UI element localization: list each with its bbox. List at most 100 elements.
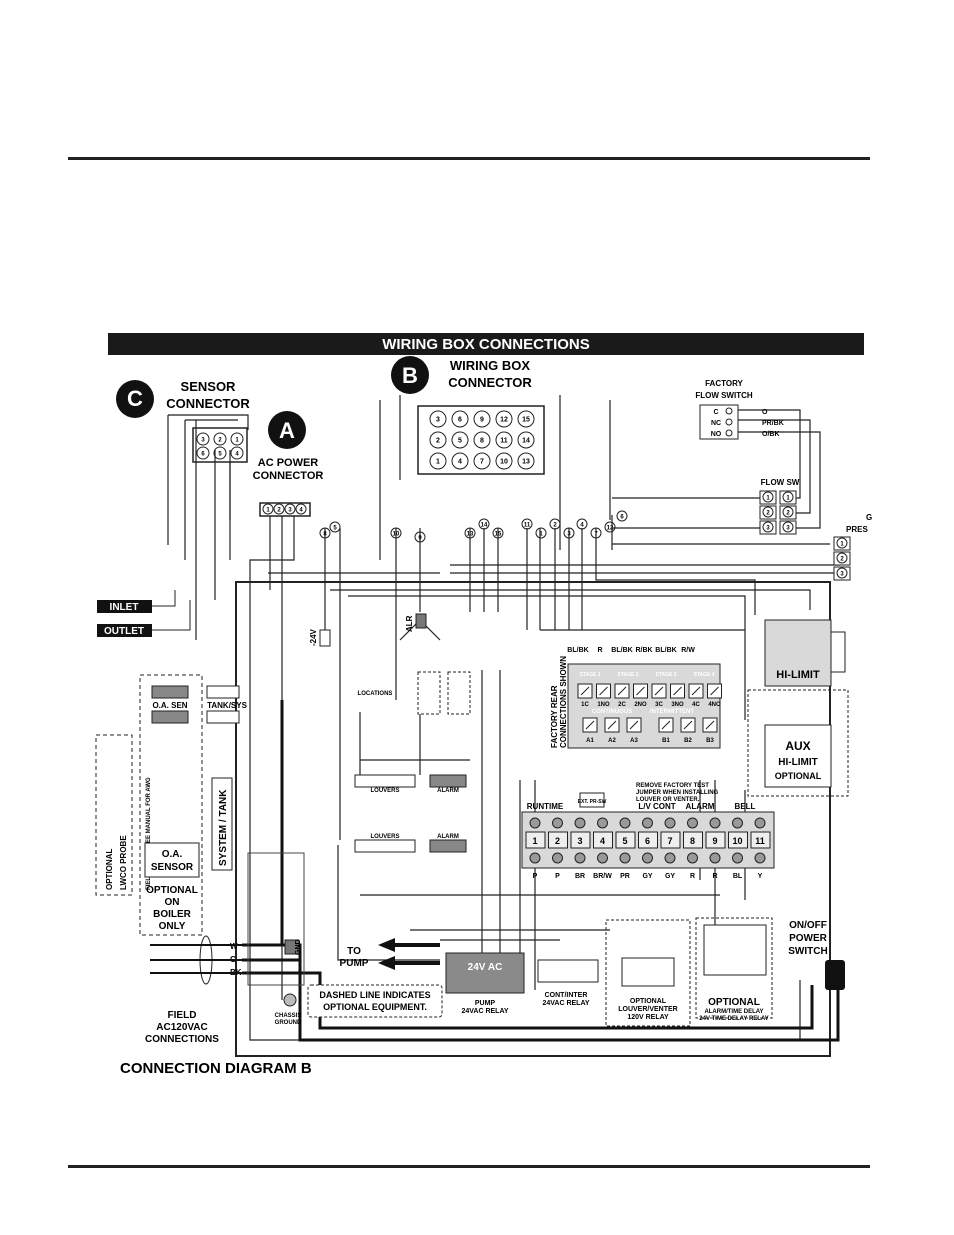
terminal-screw	[552, 817, 563, 829]
wiring-box-pin	[451, 410, 469, 428]
jumper-note-1: REMOVE FACTORY TEST	[636, 783, 709, 789]
stage-lower-screw	[705, 720, 715, 730]
oa-sensor-label-2: SENSOR	[151, 862, 194, 873]
aux-label-3: OPTIONAL	[775, 771, 822, 781]
diagram-caption: CONNECTION DIAGRAM B	[120, 1060, 312, 1077]
terminal-group-label: L/V CONT	[638, 802, 675, 811]
chassis-frame	[235, 581, 831, 1057]
stage-screw	[710, 686, 719, 696]
stage-lower-screw	[661, 720, 671, 730]
wiring-box-pin-label: 14	[522, 438, 530, 445]
wiring-box-pin-label: 7	[480, 459, 484, 466]
field-ac-label-3: CONNECTIONS	[145, 1034, 219, 1045]
pin-callout	[535, 527, 547, 539]
alarm-label-2: ALARM	[437, 834, 459, 840]
flow-term: NC	[711, 420, 721, 427]
ac-pin	[273, 503, 285, 515]
flow-switch-title-1: FACTORY	[705, 379, 743, 388]
louver-relay	[621, 957, 675, 987]
terminal-number: 3	[577, 836, 582, 846]
stage-screw	[580, 686, 590, 696]
flow-sw-label: FLOW SW	[761, 478, 800, 487]
continuous-label: CONTINUOUS	[592, 709, 632, 715]
aux-label-2: HI-LIMIT	[778, 757, 817, 768]
flow-sw-pin-b-label: 1	[786, 496, 790, 502]
lwco-dashed-box	[95, 734, 133, 896]
stage-wire-label: BL/BK	[611, 647, 632, 654]
wiring-box-pin-label: 1	[436, 459, 440, 466]
terminal-wire-label: GY	[642, 873, 652, 880]
sensor-leads	[152, 590, 191, 631]
field-wire-label: W	[230, 942, 238, 951]
sensor-pin-label: 1	[235, 438, 239, 444]
terminal-screw-lower	[597, 852, 608, 864]
pump-relay-24vac: 24V AC	[468, 962, 503, 973]
terminal-number: 5	[622, 836, 627, 846]
terminal-block	[660, 831, 681, 849]
footer-rule	[68, 1165, 870, 1168]
terminal-screw-lower	[687, 852, 698, 864]
stage-wire-label: R/BK	[635, 647, 652, 654]
flow-sw-pin-label: 3	[766, 526, 770, 532]
stage-terminal-label: 4NO	[708, 702, 721, 708]
wiring-box-pin-label: 11	[500, 438, 508, 445]
flow-wire-label: PR/BK	[762, 420, 784, 427]
connector-b-badge	[391, 356, 429, 394]
cont-inter-relay	[537, 959, 599, 983]
to-pump-label-2: PUMP	[340, 958, 369, 969]
stage-screw	[617, 686, 627, 696]
wiring-box-pin	[451, 431, 469, 449]
terminal-screw	[709, 817, 721, 829]
oa-sen-label: O.A. SEN	[152, 701, 187, 710]
pump-relay-label-2: 24VAC RELAY	[461, 1008, 508, 1015]
sensor-pin	[213, 446, 227, 460]
terminal-number: 11	[755, 836, 765, 846]
stage-wire-label: R/W	[681, 647, 695, 654]
header-rule	[68, 157, 870, 160]
terminal-block	[525, 831, 546, 849]
cont-relay-label-1: CONT/INTER	[545, 992, 588, 999]
stage-lower-screw	[629, 720, 639, 730]
flow-sw-pin-b	[782, 521, 794, 533]
wiring-box-pin-label: 5	[458, 438, 462, 445]
aux-label-1: AUX	[785, 739, 810, 753]
tank-sys-plug-2	[206, 710, 240, 724]
terminal-screw-lower	[732, 852, 743, 864]
terminal-wire-label: PR	[620, 873, 630, 880]
terminal-wire-label: P	[533, 873, 538, 880]
stage-lower-screw	[607, 720, 617, 730]
alarm-relay	[703, 924, 767, 976]
louvers-label-2: LOUVERS	[370, 834, 399, 840]
terminal-screw-lower	[574, 852, 586, 864]
outlet-text: OUTLET	[104, 626, 144, 637]
stage-lower-label: B1	[662, 738, 670, 744]
terminal-group-label: ALARM	[686, 802, 715, 811]
terminal-number: 4	[600, 836, 605, 846]
gnd-lug	[284, 939, 300, 955]
terminal-screw	[754, 817, 766, 829]
flow-wire-label: O	[762, 409, 768, 416]
system-tank-label: SYSTEM / TANK	[218, 789, 229, 866]
terminal-wire-label: BL	[733, 873, 743, 880]
connector-a-badge	[268, 411, 306, 449]
stage-terminal-label: 3NO	[671, 702, 684, 708]
wiring-box-pin-label: 4	[458, 459, 462, 466]
power-wires	[242, 700, 840, 1042]
to-pump-arrowhead-1	[378, 938, 395, 952]
connector-c-badge	[116, 380, 154, 418]
field-wiring-note: FIELD WIRING SEE MANUAL FOR AWG	[146, 777, 152, 890]
intermittent-label: INTERMITTENT	[650, 709, 694, 715]
terminal-number: 6	[645, 836, 650, 846]
jumper-note-3: LOUVER OR VENTER.	[636, 797, 700, 803]
wiring-box-pin	[451, 452, 469, 470]
terminal-screw	[732, 817, 743, 829]
connector-a-label-1: AC POWER	[258, 457, 319, 469]
wiring-box-pin	[517, 431, 535, 449]
stage-board	[567, 663, 721, 749]
sensor-pin	[213, 432, 227, 446]
terminal-number: 10	[732, 836, 742, 846]
louvers-label-1: LOUVERS	[370, 788, 399, 794]
terminal-screw	[687, 817, 698, 829]
terminal-number: 7	[667, 836, 672, 846]
connector-a-letter: A	[279, 418, 295, 443]
